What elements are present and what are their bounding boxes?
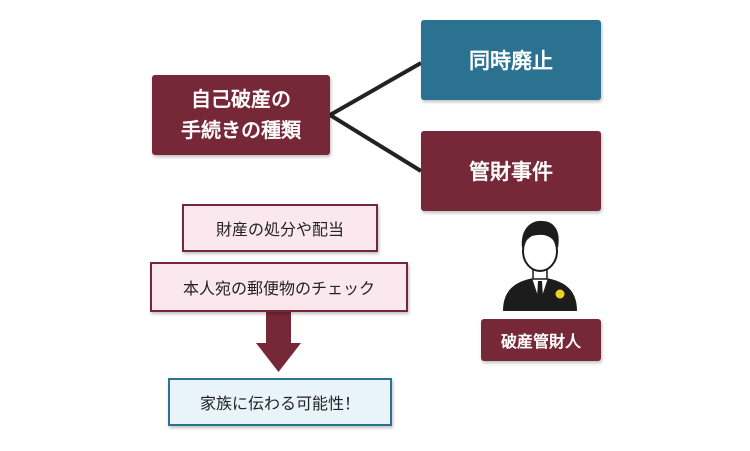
trustee-person-icon [503,220,577,311]
down-arrow-icon [256,312,301,372]
administrator-case-box: 管財事件 [421,131,601,211]
main-box-line1: 自己破産の [191,87,291,111]
asset-disposal-box: 財産の処分や配当 [182,204,378,252]
bankruptcy-procedure-types-box: 自己破産の 手続きの種類 [152,75,330,155]
mail-check-box: 本人宛の郵便物のチェック [150,262,408,312]
main-box-line2: 手続きの種類 [181,118,301,142]
simultaneous-abolition-box: 同時廃止 [421,20,601,100]
trustee-label: 破産管財人 [481,319,601,361]
family-notice-box: 家族に伝わる可能性！ [168,378,392,426]
connector-to-administrator-case [328,113,423,173]
connector-to-simultaneous [329,61,422,117]
